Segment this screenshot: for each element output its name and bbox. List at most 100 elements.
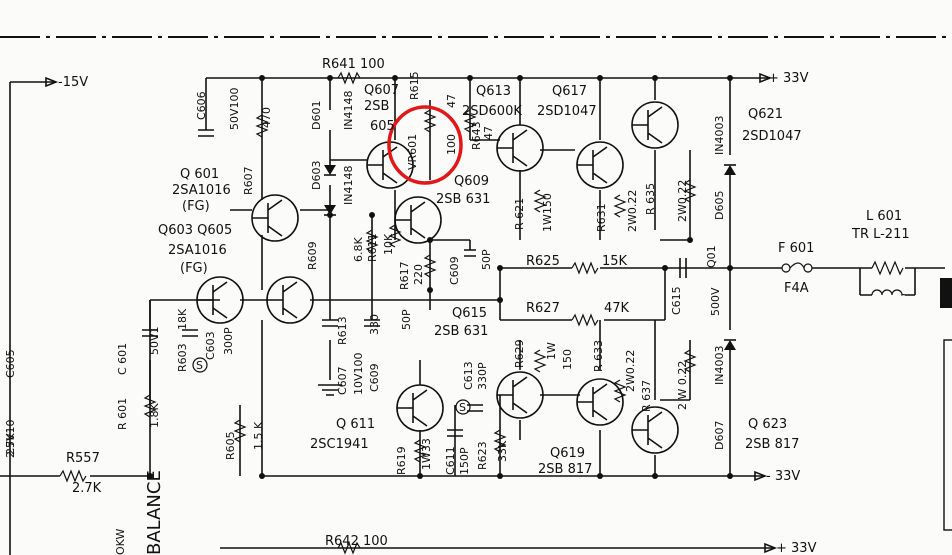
- label-r629-val: 1W: [545, 342, 558, 360]
- label-q607-type: 2SB: [364, 99, 389, 114]
- label-r605: R605: [224, 431, 237, 460]
- label-in4148-a: IN4148: [342, 91, 355, 130]
- label-r629-val2: 150: [561, 349, 574, 370]
- label-c609b: C609: [368, 363, 381, 392]
- label-q611: Q 611: [336, 417, 375, 432]
- label-r601: R 601: [116, 398, 129, 430]
- label-q619-type: 2SB 817: [538, 462, 592, 477]
- label-r621: R 621: [513, 198, 526, 230]
- label-q613: Q613: [476, 84, 511, 99]
- label-r619: R619: [395, 446, 408, 475]
- label-q603-fg: (FG): [180, 261, 208, 276]
- label-r625: R625: [526, 254, 560, 269]
- label-r635-val: 2W0.22: [676, 180, 689, 222]
- label-r617: R617: [398, 261, 411, 290]
- label-r637: R 637: [640, 380, 653, 412]
- junction-dots: [147, 75, 733, 479]
- label-r557-val: 2.7K: [72, 481, 102, 496]
- label-left-val: 2.7K: [4, 433, 17, 458]
- label-q601-fg: (FG): [182, 199, 210, 214]
- label-q603-type: 2SA1016: [168, 243, 227, 258]
- transistor-q611: [396, 384, 444, 432]
- label-q621: Q621: [748, 107, 783, 122]
- output-terminal: [940, 278, 952, 308]
- label-r617-val: 220: [412, 264, 425, 285]
- label-r633-val: 2W0.22: [624, 350, 637, 392]
- label-r637-val: 2 W 0.22: [676, 361, 689, 410]
- label-d605: D605: [713, 191, 726, 220]
- capacitors: [142, 129, 687, 437]
- label-r631-val: 2W0.22: [626, 190, 639, 232]
- inductor-l601: [871, 289, 906, 297]
- label-c613: C613: [462, 361, 475, 390]
- label-c615-val: 500V: [709, 287, 722, 316]
- label-r642: R642 100: [325, 534, 388, 549]
- highlight-circle: [387, 105, 463, 185]
- s-marks: S S: [192, 357, 471, 415]
- label-r623: R623: [476, 441, 489, 470]
- label-q607: Q607: [364, 83, 399, 98]
- label-q607-num: 605: [370, 119, 395, 134]
- label-vr601: VR601: [406, 134, 419, 170]
- svg-text:S: S: [459, 401, 466, 414]
- diodes: [324, 164, 736, 350]
- label-q615-type: 2SB 631: [434, 324, 488, 339]
- transistor-q615: [496, 371, 544, 419]
- label-q621-type: 2SD1047: [742, 129, 802, 144]
- label-r627: R627: [526, 301, 560, 316]
- label-r633: R 633: [592, 340, 605, 372]
- label-r619-val: 1W33: [420, 438, 433, 470]
- label-in4003-b: IN4003: [713, 346, 726, 385]
- label-r607: R607: [242, 166, 255, 195]
- label-c613-val: 330P: [476, 362, 489, 390]
- label-q623: Q 623: [748, 417, 787, 432]
- label-r613: R613: [336, 316, 349, 345]
- label-balance: BALANCE: [144, 470, 165, 555]
- label-c605: C605: [4, 349, 17, 378]
- label-r607-val: 470: [260, 107, 273, 128]
- label-q611-type: 2SC1941: [310, 437, 369, 452]
- transistor-q609: [394, 196, 442, 244]
- label-q617-type: 2SD1047: [537, 104, 597, 119]
- label-l601: L 601: [866, 209, 902, 224]
- label-l601-type: TR L-211: [851, 227, 910, 242]
- label-c603-val: 300P: [222, 327, 235, 355]
- label-r627-val: 47K: [604, 301, 630, 316]
- label-in4003-a: IN4003: [713, 116, 726, 155]
- label-r601-val: 1.8K: [148, 403, 161, 428]
- label-c611: C611: [444, 446, 457, 475]
- transistor-q605: [266, 276, 314, 324]
- label-c607-val: 10V100: [352, 352, 365, 395]
- rail-label-pos-top: + 33V: [768, 71, 809, 86]
- label-c605-val: 25V10: [4, 419, 17, 455]
- label-q601-type: 2SA1016: [172, 183, 231, 198]
- component-labels: + 33V -15V - 33V + 33V R641 100 R642 100…: [4, 57, 910, 555]
- label-c615: C615: [670, 286, 683, 315]
- label-c601-val: 50V1: [148, 326, 161, 355]
- label-r611: R611: [366, 233, 379, 262]
- label-f601-val: F4A: [784, 281, 809, 296]
- label-r603: R603: [176, 343, 189, 372]
- transistor-q601: [251, 194, 299, 242]
- label-q613-type: 2SD600K: [462, 104, 522, 119]
- right-edge-panel: [943, 339, 952, 531]
- label-r613-val: 330: [368, 314, 381, 335]
- label-r635: R 635: [644, 183, 657, 215]
- label-r605-val: 1.5 K: [252, 421, 265, 450]
- fuse-f601: [781, 262, 813, 273]
- label-r631: R631: [595, 203, 608, 232]
- transistor-q621: [631, 101, 679, 149]
- label-d607: D607: [713, 421, 726, 450]
- label-r609: R609: [306, 241, 319, 270]
- label-r603-val: 18K: [176, 308, 189, 330]
- svg-text:S: S: [196, 359, 203, 372]
- transistor-q603: [196, 276, 244, 324]
- label-r557: R557: [66, 451, 100, 466]
- label-r623-val: 33K: [496, 440, 509, 462]
- label-q601: Q 601: [180, 167, 219, 182]
- label-q603-q605: Q603 Q605: [158, 223, 232, 238]
- label-in4148-b: IN4148: [342, 166, 355, 205]
- label-r643: R643: [470, 121, 483, 150]
